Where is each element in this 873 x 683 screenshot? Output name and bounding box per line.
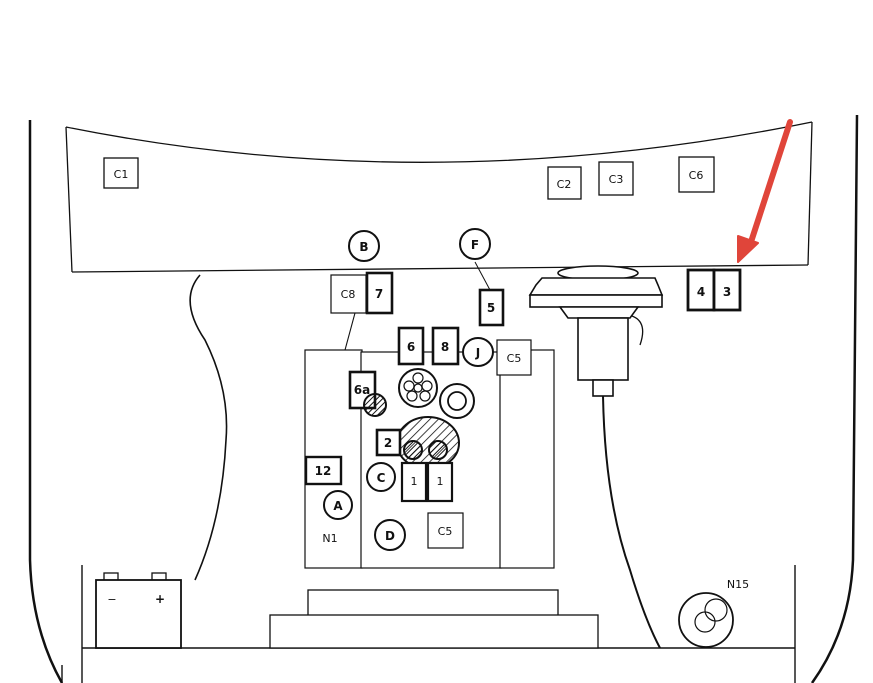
lower-panel-edge: [71, 264, 809, 273]
fuse-c5-lower-label: C5: [438, 525, 453, 538]
relay-8-label: 8: [441, 340, 449, 354]
relay-1-right[interactable]: 1: [426, 461, 454, 503]
fuse-c2[interactable]: C2: [547, 166, 582, 200]
marker-c-label: C: [377, 471, 386, 485]
battery-plus-label: +: [155, 592, 165, 606]
relay-6a-label: 6a: [354, 383, 370, 397]
flasher-mount: [528, 265, 664, 319]
relay-8[interactable]: 8: [431, 326, 460, 366]
relay-block-right: [499, 349, 555, 569]
pointer-arrow: [737, 119, 793, 263]
panel-edge-right: [807, 121, 813, 266]
fuse-c5-upper[interactable]: C5: [496, 339, 532, 376]
marker-a: A: [323, 490, 353, 520]
fuse-c8-label: C8: [341, 288, 356, 301]
relay-7-label: 7: [375, 287, 383, 301]
fuse-c1[interactable]: C1: [103, 157, 139, 189]
marker-c: C: [366, 462, 396, 492]
relay-5-label: 5: [487, 301, 495, 315]
f-leader: [474, 261, 491, 291]
fuse-c3-label: C3: [609, 173, 624, 186]
marker-a-label: A: [333, 499, 343, 513]
hatched-relay-base: [396, 416, 460, 470]
relay-5[interactable]: 5: [478, 288, 505, 327]
n15-unit: N15: [678, 578, 749, 648]
relay-3-label: 3: [723, 285, 731, 299]
n1-label: N1: [322, 532, 337, 545]
relay-6a[interactable]: 6a: [348, 370, 377, 410]
fuse-c6-label: C6: [689, 169, 704, 182]
housing-outline: [28, 114, 859, 683]
fuse-c8[interactable]: C8: [330, 274, 367, 314]
marker-j-label: J: [475, 346, 480, 360]
fuse-c6[interactable]: C6: [678, 156, 715, 193]
relay-7[interactable]: 7: [365, 271, 394, 315]
fuse-c1-label: C1: [114, 168, 129, 181]
relay-4-label: 4: [697, 285, 705, 299]
flasher-wire: [631, 315, 644, 346]
relay-2-label: 2: [384, 436, 392, 450]
relay-6[interactable]: 6: [397, 326, 425, 366]
relay-4[interactable]: 4: [686, 268, 716, 312]
relay-3[interactable]: 3: [712, 268, 742, 312]
base-step-upper: [307, 589, 559, 617]
marker-j: J: [462, 337, 494, 367]
relay-6-label: 6: [407, 340, 415, 354]
marker-f: F: [459, 228, 491, 260]
left-cable: [189, 274, 228, 581]
fuse-c3[interactable]: C3: [598, 161, 634, 196]
fuse-c5-upper-label: C5: [507, 352, 522, 365]
relay-2[interactable]: 2: [375, 428, 402, 457]
multi-pin-connector: [398, 368, 438, 408]
marker-f-label: F: [471, 238, 479, 252]
panel-edge-left: [65, 126, 73, 273]
flasher-unit: [577, 317, 629, 397]
relay-1-right-label: 1: [437, 475, 444, 488]
flasher-cable: [602, 395, 661, 649]
battery-minus-label: −: [107, 593, 116, 606]
c8-link: [344, 312, 356, 351]
relay-1-left[interactable]: 1: [400, 461, 428, 503]
fuse-c2-label: C2: [557, 178, 572, 191]
relay-1-left-label: 1: [411, 475, 418, 488]
upper-panel-edge: [65, 121, 813, 163]
n15-label: N15: [727, 578, 749, 591]
relay-12-label: 12: [315, 464, 332, 478]
hatched-knob: [363, 393, 387, 417]
marker-d-label: D: [385, 529, 395, 543]
round-socket: [439, 383, 475, 419]
marker-b-label: B: [359, 240, 368, 254]
base-step-lower: [269, 614, 599, 649]
marker-b: B: [348, 230, 380, 262]
battery: − +: [95, 572, 182, 649]
marker-d: D: [374, 519, 406, 551]
relay-12[interactable]: 12: [304, 455, 343, 486]
fuse-c5-lower[interactable]: C5: [427, 512, 464, 549]
